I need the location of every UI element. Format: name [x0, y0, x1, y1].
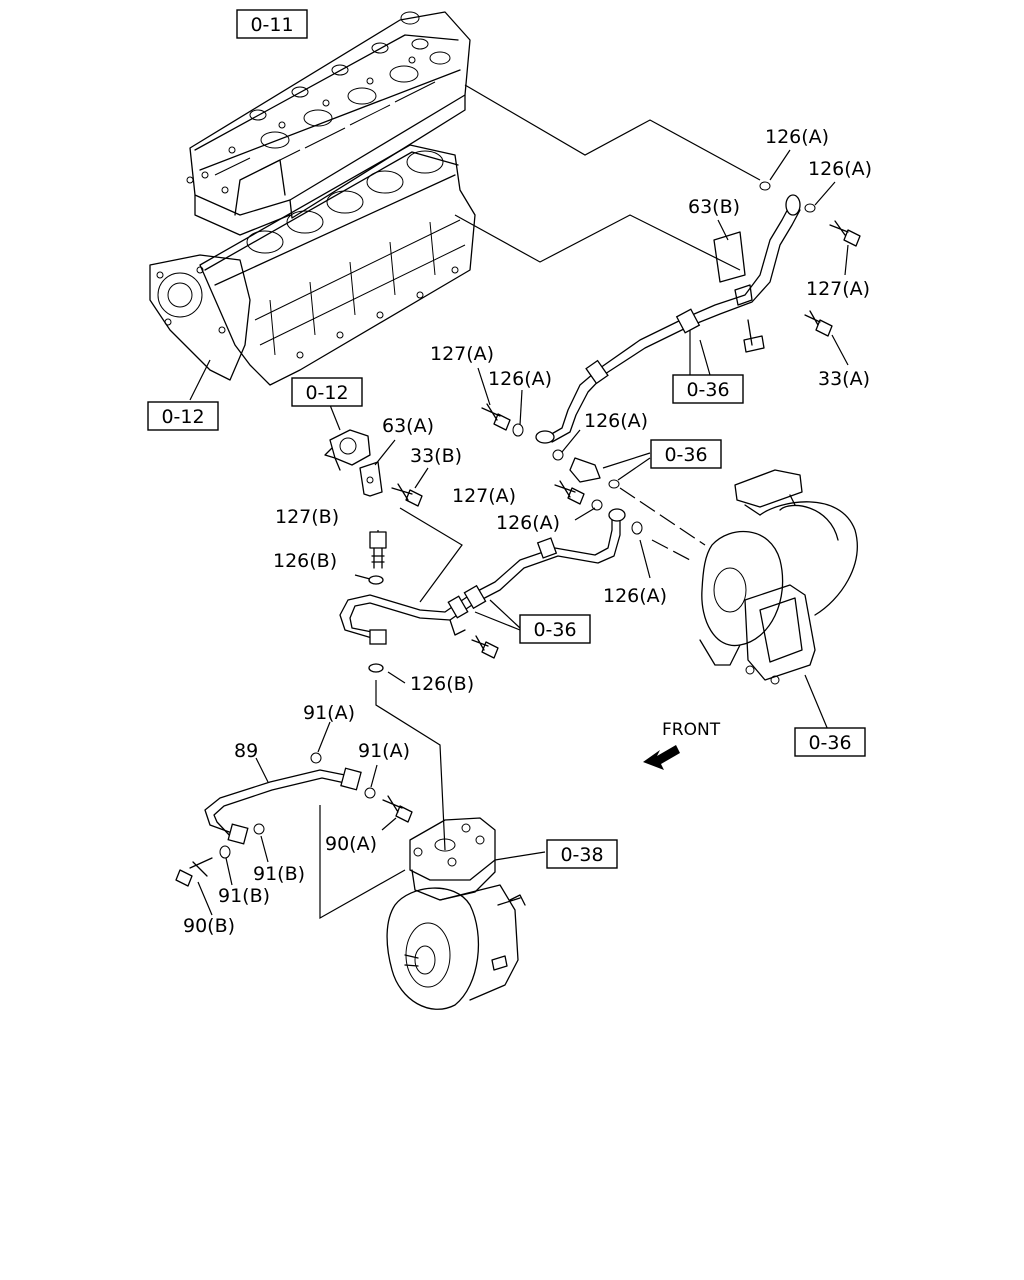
compressor-pipe-drawing — [175, 752, 413, 887]
ref-0-12-block[interactable]: 0-12 — [161, 406, 204, 428]
sensor-drawing — [324, 404, 371, 471]
label-91a-1: 91(A) — [303, 702, 355, 724]
ref-box-0-11[interactable] — [236, 9, 308, 39]
label-126a-6: 126(A) — [603, 585, 667, 607]
leader-to-compressor-top — [375, 680, 446, 851]
label-127b: 127(B) — [275, 506, 339, 528]
label-126a-1: 126(A) — [765, 126, 829, 148]
label-126a-4: 126(A) — [584, 410, 648, 432]
upper-oil-pipe-drawing — [535, 194, 801, 444]
label-89: 89 — [234, 740, 258, 762]
leader-sensor-to-pipe — [399, 507, 463, 603]
leader-pipe-to-compressor — [319, 805, 406, 920]
dashed-line-lower-turbo — [651, 539, 691, 561]
upper-leaders — [477, 149, 849, 453]
label-127a-3: 127(A) — [452, 485, 516, 507]
ref-box-0-36-lower[interactable] — [519, 614, 591, 644]
label-126b-2: 126(B) — [410, 673, 474, 695]
lower-fasteners — [354, 521, 651, 684]
ref-0-38[interactable]: 0-38 — [560, 844, 603, 866]
ref-box-0-12-block[interactable] — [147, 401, 219, 431]
ref-box-0-36-upper[interactable] — [672, 374, 744, 404]
label-63a: 63(A) — [382, 415, 434, 437]
label-front: FRONT — [662, 720, 721, 740]
ref-0-12-sensor[interactable]: 0-12 — [305, 382, 348, 404]
label-91b-1: 91(B) — [253, 863, 305, 885]
label-126a-3: 126(A) — [488, 368, 552, 390]
label-63b: 63(B) — [688, 196, 740, 218]
label-126a-5: 126(A) — [496, 512, 560, 534]
leader-head-to-pipe — [464, 84, 761, 181]
air-compressor-drawing — [386, 817, 546, 1010]
leader-0-12-block — [189, 359, 211, 401]
bracket-63a-drawing — [359, 439, 429, 507]
label-126b-1: 126(B) — [273, 550, 337, 572]
label-33b: 33(B) — [410, 445, 462, 467]
ref-0-36-mid[interactable]: 0-36 — [664, 444, 707, 466]
ref-box-0-36-mid[interactable] — [650, 439, 722, 469]
label-91b-2: 91(B) — [218, 885, 270, 907]
middle-connectors — [554, 452, 651, 521]
label-90a: 90(A) — [325, 833, 377, 855]
label-33a: 33(A) — [818, 368, 870, 390]
lower-oil-pipe-drawing — [339, 508, 626, 659]
front-direction-arrow — [643, 745, 680, 770]
ref-0-36-lower[interactable]: 0-36 — [533, 619, 576, 641]
ref-box-0-38[interactable] — [546, 839, 618, 869]
label-91a-2: 91(A) — [358, 740, 410, 762]
cylinder-head-drawing — [186, 11, 471, 236]
compressor-leaders — [197, 721, 397, 916]
ref-0-36-upper[interactable]: 0-36 — [686, 379, 729, 401]
ref-box-0-12-sensor[interactable] — [291, 377, 363, 407]
label-126a-2: 126(A) — [808, 158, 872, 180]
label-127a-2: 127(A) — [430, 343, 494, 365]
ref-box-0-36-turbo[interactable] — [794, 727, 866, 757]
ref-0-11[interactable]: 0-11 — [250, 14, 293, 36]
dashed-line-upper-turbo — [619, 487, 706, 546]
cylinder-block-drawing — [149, 144, 476, 386]
ref-0-36-turbo[interactable]: 0-36 — [808, 732, 851, 754]
label-90b: 90(B) — [183, 915, 235, 937]
label-127a-1: 127(A) — [806, 278, 870, 300]
turbocharger-drawing — [699, 469, 858, 731]
upper-fasteners — [481, 181, 861, 461]
leader-block-to-pipe — [454, 214, 741, 271]
